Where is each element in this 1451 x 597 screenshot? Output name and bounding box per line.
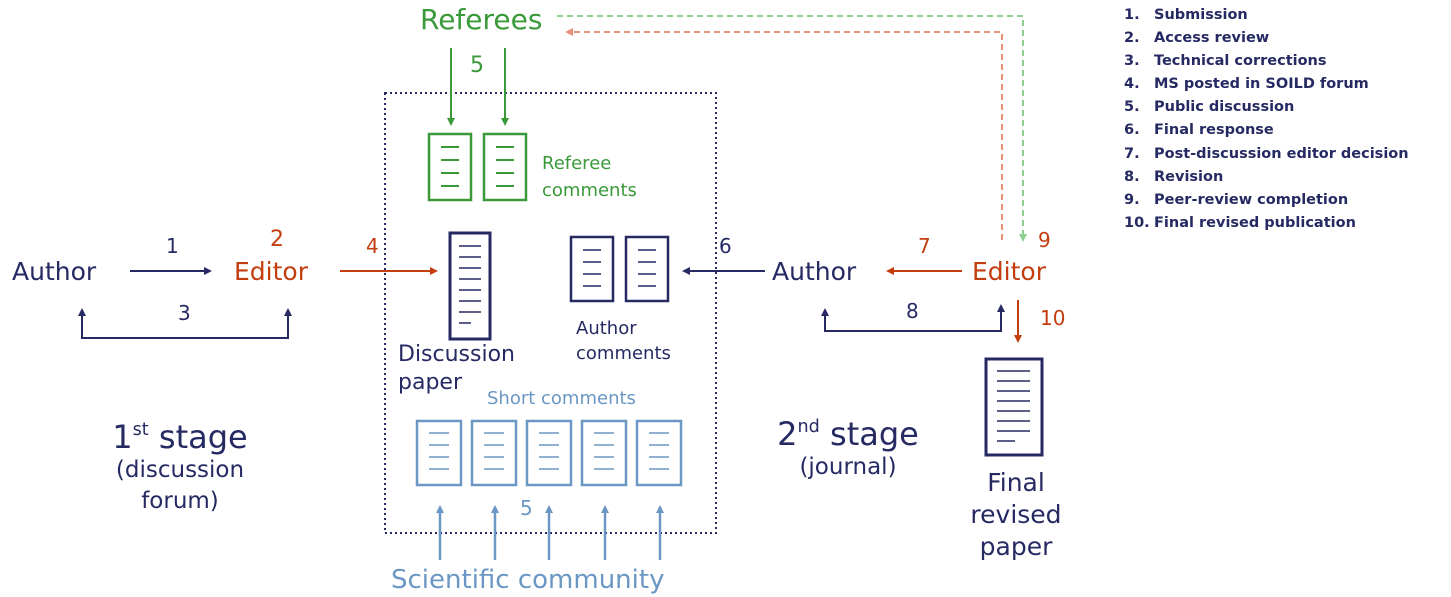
author-stage2-label: Author [772,257,857,286]
legend-item-number: 7. [1124,145,1140,162]
legend-item: 1. Submission [1124,5,1409,28]
legend-item-text: Access review [1154,30,1270,47]
legend-item-text: Peer-review completion [1154,191,1349,208]
author-stage1-label: Author [12,257,97,286]
legend-item: 3. Technical corrections [1124,51,1409,74]
legend-item-text: Post-discussion editor decision [1154,145,1409,162]
legend-item-text: Final response [1154,122,1274,139]
legend-item-number: 2. [1124,30,1140,47]
legend-item-number: 1. [1124,7,1140,23]
legend-item: 9. Peer-review completion [1124,190,1409,213]
legend-item: 4. MS posted in SOILD forum [1124,74,1409,97]
stage1-label: 1st stage (discussion forum) [112,418,248,514]
short-comment-doc-3 [525,419,573,487]
step-8-label: 8 [906,299,919,323]
short-comment-doc-1 [415,419,463,487]
step-3-label: 3 [178,301,191,325]
legend-item-text: Submission [1154,7,1248,23]
step-4-label: 4 [366,234,379,258]
legend-item-text: Final revised publication [1154,214,1356,231]
short-comment-doc-2 [470,419,518,487]
discussion-forum-box [384,92,717,534]
final-revised-paper-label: Final revised paper [970,468,1062,561]
discussion-paper-label: Discussion paper [398,342,515,395]
discussion-paper-doc [448,231,492,341]
step-7-label: 7 [918,234,931,258]
legend-item: 10.Final revised publication [1124,213,1409,236]
legend-item: 7. Post-discussion editor decision [1124,144,1409,167]
step-6-label: 6 [719,234,732,258]
referees-label: Referees [420,3,543,36]
scientific-community-label: Scientific community [391,565,665,595]
legend-item: 2. Access review [1124,28,1409,51]
legend-item-text: Revision [1154,168,1224,185]
legend-item-text: Public discussion [1154,99,1295,116]
legend-item-text: MS posted in SOILD forum [1154,76,1369,93]
short-comment-doc-4 [580,419,628,487]
short-comments-label: Short comments [487,388,636,409]
step-10-label: 10 [1040,306,1066,330]
arrow-editor-to-referees-dashed [557,15,1027,242]
step-2-label: 2 [270,227,284,252]
legend-item-text: Technical corrections [1154,53,1327,70]
author-comments-label: Author comments [576,318,671,364]
legend-item-number: 6. [1124,122,1140,139]
legend-item-number: 8. [1124,168,1140,185]
editor-stage2-label: Editor [972,257,1046,286]
referee-comment-doc-1 [427,132,473,202]
legend-item-number: 5. [1124,99,1140,116]
stage2-label: 2nd stage (journal) [777,415,919,480]
step-legend: 1. Submission 2. Access review 3. Technical c… [1124,5,1409,236]
step-5-referees-label: 5 [470,53,484,78]
legend-item: 6. Final response [1124,120,1409,143]
step-1-label: 1 [166,234,179,258]
step-9-label: 9 [1038,228,1051,252]
final-revised-paper-doc [984,357,1044,457]
short-comment-doc-5 [635,419,683,487]
referee-comments-label: Referee comments [542,153,637,201]
author-comment-doc-1 [569,235,615,303]
editor-stage1-label: Editor [234,257,308,286]
legend-item: 5. Public discussion [1124,97,1409,120]
step-5-community-label: 5 [520,496,533,520]
legend-item-number: 3. [1124,53,1140,70]
legend-item-number: 10. [1124,214,1150,231]
legend-item-number: 4. [1124,76,1140,93]
author-comment-doc-2 [624,235,670,303]
legend-item: 8. Revision [1124,167,1409,190]
referee-comment-doc-2 [482,132,528,202]
legend-item-number: 9. [1124,191,1140,208]
arrow-referees-to-editor-dashed [565,28,1003,240]
